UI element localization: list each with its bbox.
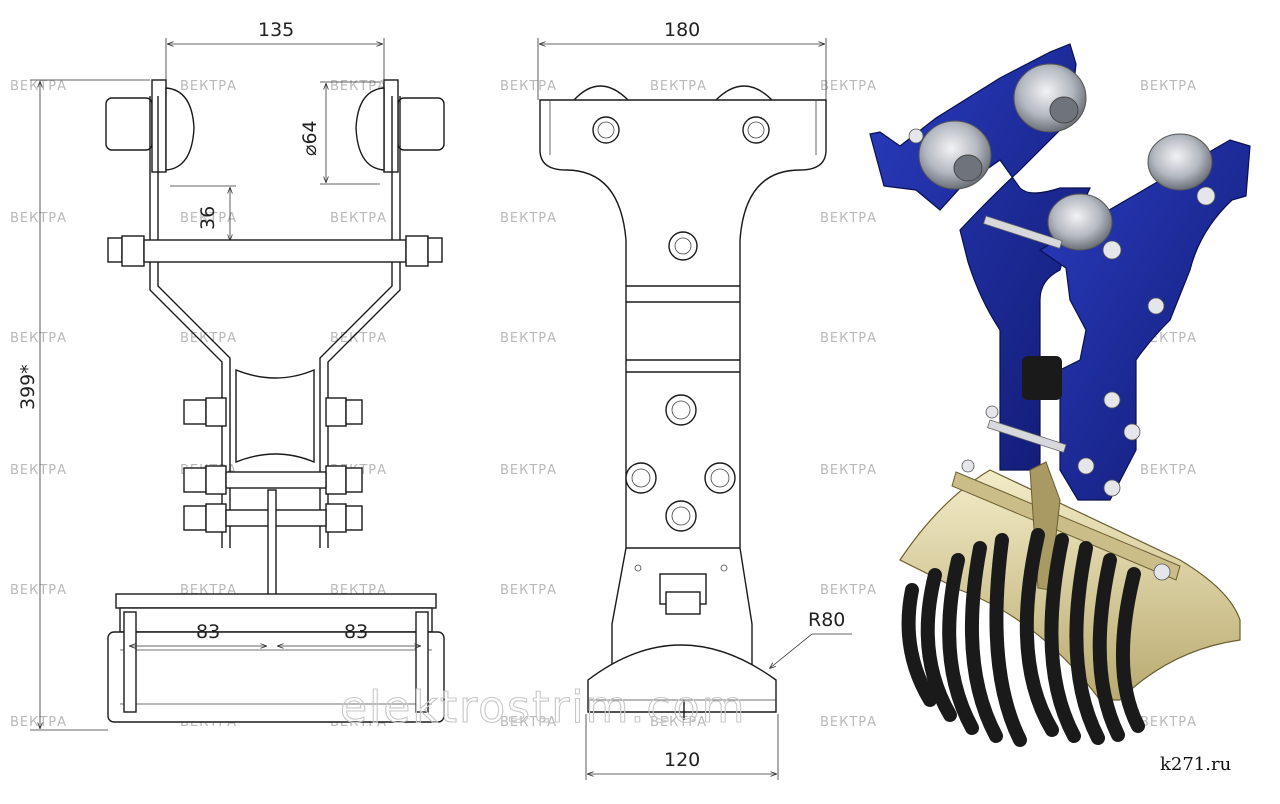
dimension-radius: R80 <box>808 609 845 631</box>
watermark: ВЕКТРА <box>500 79 557 94</box>
watermark: ВЕКТРА <box>500 715 557 730</box>
watermark: ВЕКТРА <box>180 331 237 346</box>
watermark: ВЕКТРА <box>820 331 877 346</box>
dimension-wheel-gap: 36 <box>197 206 219 230</box>
watermark: ВЕКТРА <box>180 79 237 94</box>
watermark: ВЕКТРА <box>10 79 67 94</box>
site-watermark: elektrostrim.com <box>340 682 746 733</box>
watermark: ВЕКТРА <box>500 463 557 478</box>
dimension-half-right: 83 <box>344 621 368 643</box>
source-label: k271.ru <box>1160 754 1231 775</box>
watermark: ВЕКТРА <box>500 331 557 346</box>
dimension-half-left: 83 <box>196 621 220 643</box>
watermark: ВЕКТРА <box>330 211 387 226</box>
watermark: ВЕКТРА <box>10 583 67 598</box>
watermark: ВЕКТРА <box>650 715 707 730</box>
dimension-width-top: 135 <box>258 19 294 41</box>
watermark: ВЕКТРА <box>500 583 557 598</box>
watermark: ВЕКТРА <box>500 211 557 226</box>
dimension-height-total: 399* <box>17 364 39 410</box>
front-view: 135 ⌀64 36 <box>17 19 445 731</box>
watermark: ВЕКТРА <box>820 715 877 730</box>
watermark: ВЕКТРА <box>1140 463 1197 478</box>
watermark: ВЕКТРА <box>820 463 877 478</box>
watermark: ВЕКТРА <box>10 715 67 730</box>
side-view: 180 <box>537 19 852 780</box>
dimension-width-bottom: 120 <box>664 749 700 771</box>
trolley-render <box>869 43 1251 747</box>
watermark: ВЕКТРА <box>10 211 67 226</box>
watermark: ВЕКТРА <box>1140 715 1197 730</box>
dimension-wheel-diameter: ⌀64 <box>299 120 321 156</box>
watermark: ВЕКТРА <box>820 211 877 226</box>
watermark: ВЕКТРА <box>820 79 877 94</box>
watermark: ВЕКТРА <box>1140 79 1197 94</box>
watermark: ВЕКТРА <box>10 331 67 346</box>
watermark: ВЕКТРА <box>180 211 237 226</box>
watermark: ВЕКТРА <box>650 79 707 94</box>
watermark: ВЕКТРА <box>330 79 387 94</box>
watermark: ВЕКТРА <box>820 583 877 598</box>
dimension-width-side: 180 <box>664 19 700 41</box>
watermark: ВЕКТРА <box>10 463 67 478</box>
